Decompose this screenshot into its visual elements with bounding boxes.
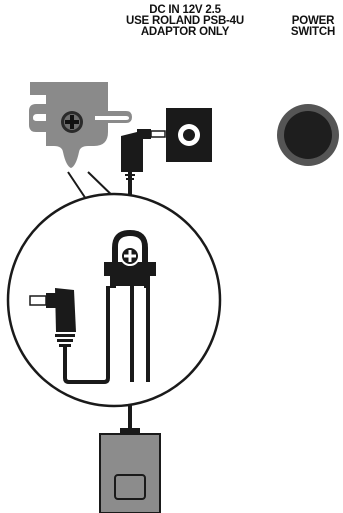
dc-plug-magnified — [29, 286, 110, 384]
ac-adaptor — [99, 428, 161, 513]
dc-jack — [166, 108, 212, 162]
cable-segment — [130, 286, 134, 382]
cable-hook — [29, 82, 132, 168]
magnified-view — [6, 192, 222, 408]
power-switch-label: POWER SWITCH — [282, 15, 343, 38]
dc-in-label: DC IN 12V 2.5 USE ROLAND PSB-4U ADAPTOR … — [96, 4, 274, 38]
cable-segment — [146, 286, 150, 382]
cable-segment — [128, 405, 132, 430]
cable-hook-slot-right — [95, 116, 129, 120]
dc-in-label-line1: DC IN 12V 2.5 — [149, 4, 221, 16]
cable-hook-slot-left — [33, 114, 46, 121]
cable-hook-magnified — [104, 230, 156, 288]
dc-plug-top — [121, 129, 166, 196]
screw-icon — [120, 246, 140, 266]
dc-in-label-line2: USE ROLAND PSB-4U — [125, 15, 244, 27]
power-switch-icon[interactable] — [277, 104, 339, 166]
power-switch-label-line2: SWITCH — [290, 26, 336, 38]
dc-in-label-line3: ADAPTOR ONLY — [140, 26, 230, 38]
screw-icon — [61, 111, 83, 133]
power-switch-label-line1: POWER — [291, 15, 335, 27]
